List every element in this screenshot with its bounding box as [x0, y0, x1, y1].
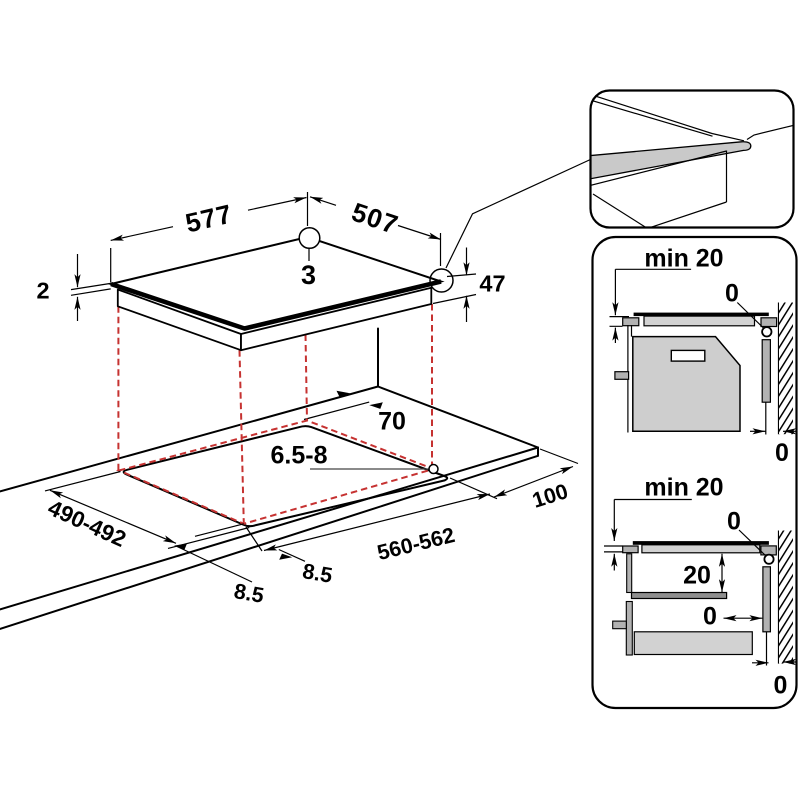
svg-text:0: 0 — [725, 280, 739, 308]
svg-text:20: 20 — [683, 562, 711, 590]
svg-text:0: 0 — [775, 439, 789, 467]
svg-text:0: 0 — [727, 508, 741, 536]
svg-text:2: 2 — [36, 278, 49, 304]
svg-text:3: 3 — [301, 260, 316, 290]
svg-text:8.5: 8.5 — [232, 579, 266, 608]
svg-text:min 20: min 20 — [644, 245, 723, 273]
svg-text:0: 0 — [703, 603, 717, 631]
svg-text:8.5: 8.5 — [301, 559, 335, 588]
svg-text:6.5-8: 6.5-8 — [271, 442, 328, 470]
svg-text:70: 70 — [378, 408, 406, 436]
svg-text:min 20: min 20 — [644, 474, 723, 502]
svg-text:47: 47 — [479, 271, 505, 297]
svg-text:0: 0 — [774, 671, 788, 699]
